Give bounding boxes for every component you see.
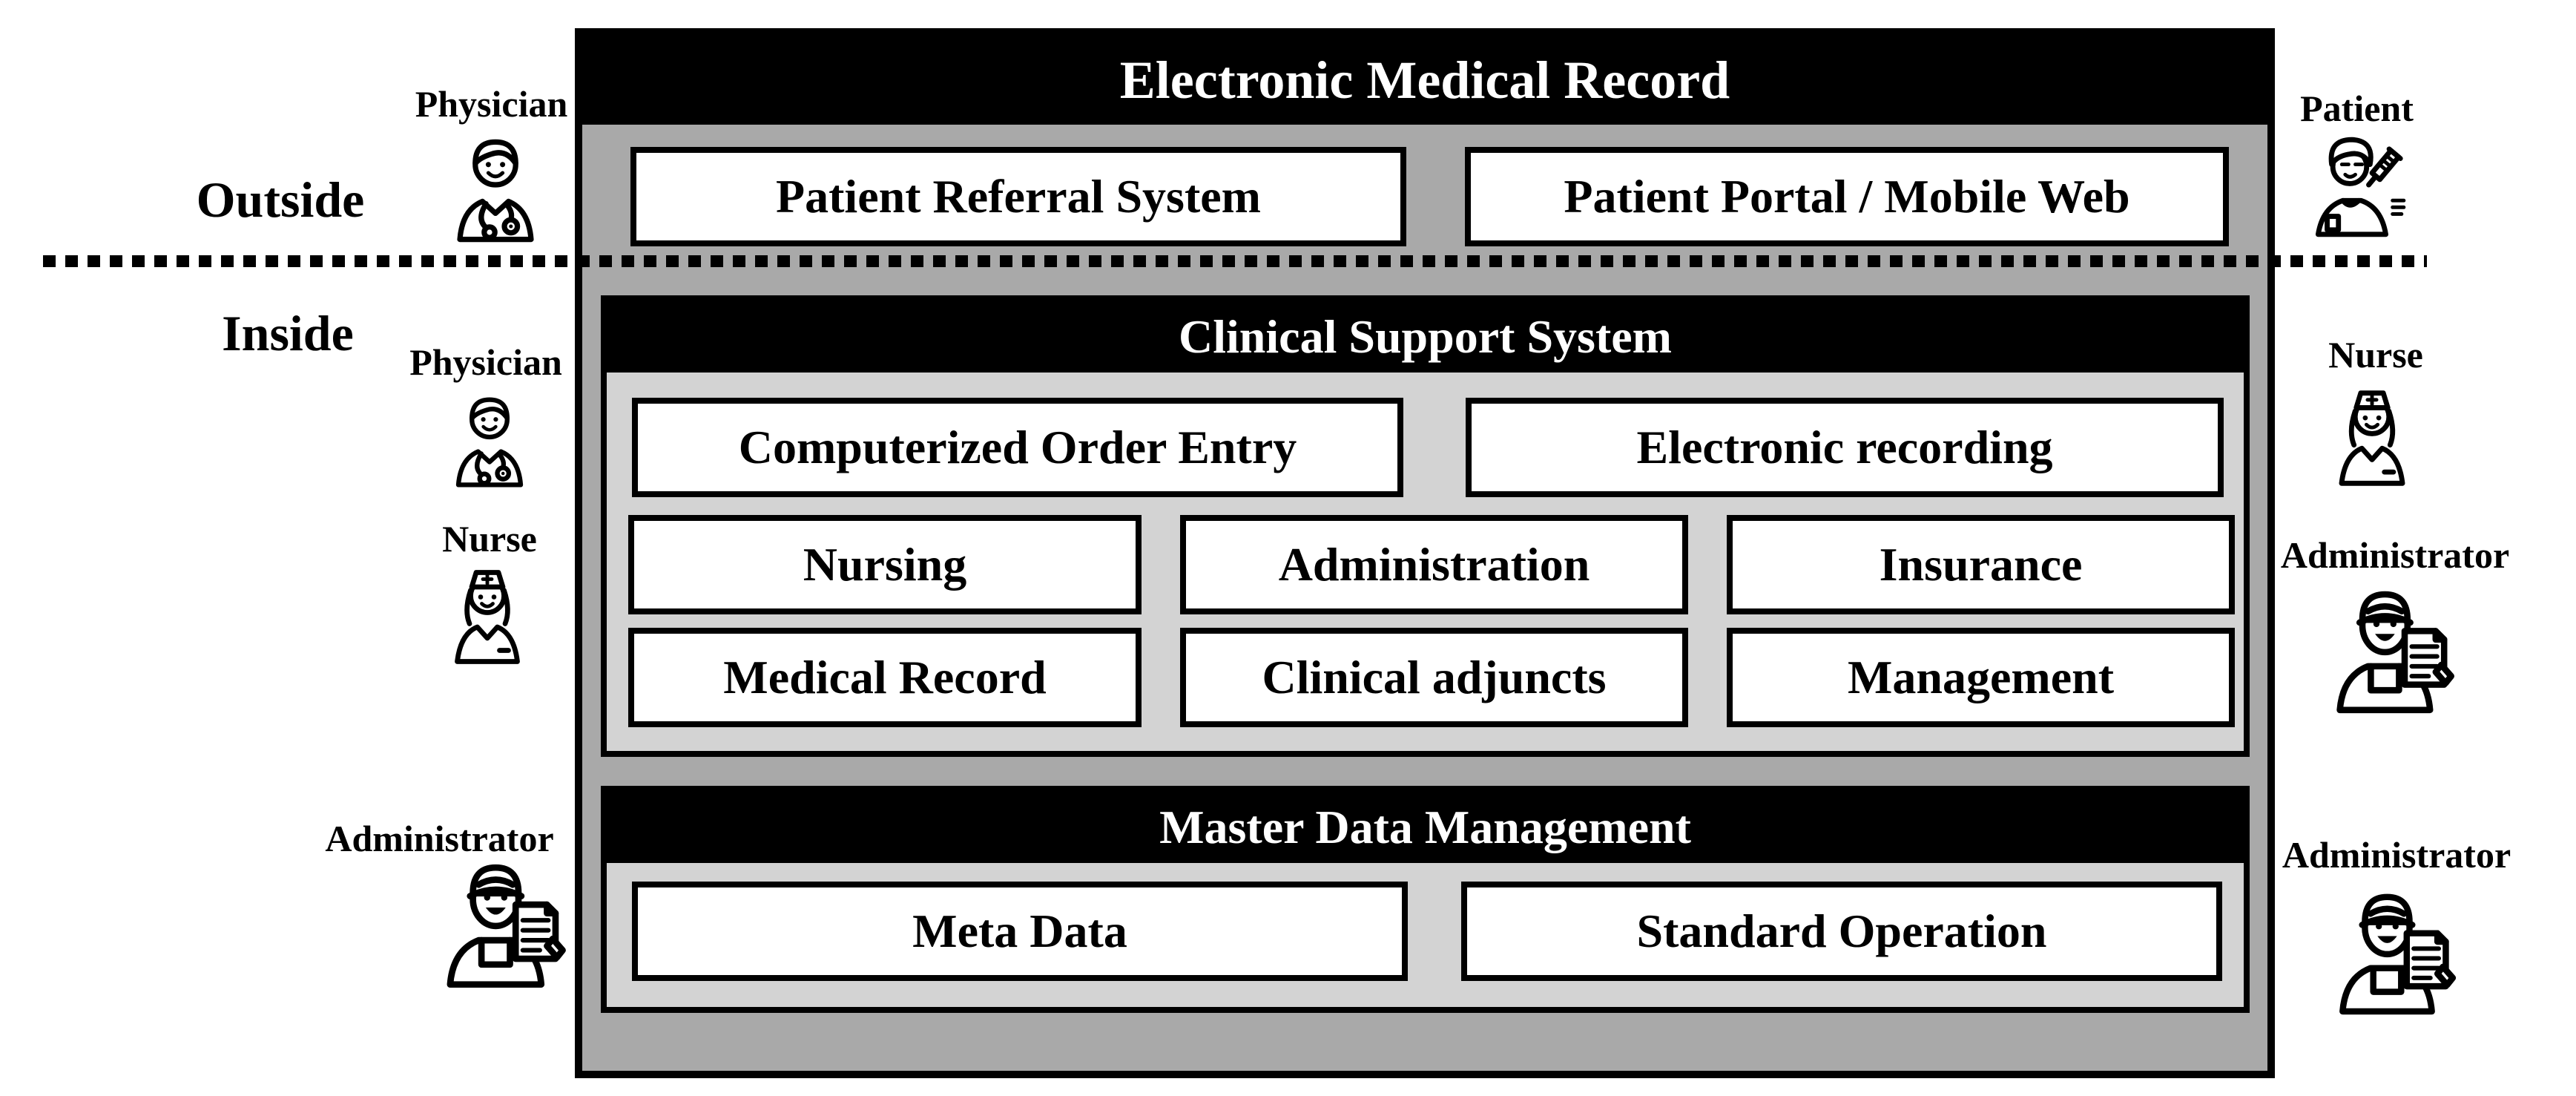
emr-title-bar: Electronic Medical Record <box>582 36 2267 125</box>
box-electronic-recording: Electronic recording <box>1466 398 2224 497</box>
actor-right-administrator-2-label: Administrator <box>2282 834 2511 876</box>
zone-outside-label: Outside <box>196 171 365 228</box>
actor-right-patient-label: Patient <box>2300 88 2414 129</box>
box-computerized-order-entry: Computerized Order Entry <box>632 398 1403 497</box>
box-management: Management <box>1727 628 2235 727</box>
actor-right-nurse-label: Nurse <box>2328 334 2423 375</box>
administrator-icon <box>2310 883 2475 1023</box>
clinical-support-system-panel: Clinical Support System Computerized Ord… <box>601 295 2250 757</box>
emr-container: Electronic Medical Record Patient Referr… <box>575 28 2275 1078</box>
zone-inside-label: Inside <box>222 305 354 361</box>
box-clinical-adjuncts: Clinical adjuncts <box>1180 628 1688 727</box>
box-standard-operation: Standard Operation <box>1461 882 2222 981</box>
box-patient-portal-mobile-web: Patient Portal / Mobile Web <box>1465 147 2229 246</box>
box-administration: Administration <box>1180 515 1688 614</box>
physician-icon <box>438 378 541 506</box>
actor-left-administrator-label: Administrator <box>325 818 554 859</box>
clinical-support-title: Clinical Support System <box>1179 310 1672 363</box>
box-nursing: Nursing <box>628 515 1142 614</box>
box-patient-referral-system: Patient Referral System <box>630 147 1406 246</box>
administrator-icon <box>2308 580 2473 721</box>
clinical-support-title-bar: Clinical Support System <box>607 301 2244 373</box>
emr-title: Electronic Medical Record <box>1119 50 1730 110</box>
master-data-title: Master Data Management <box>1159 801 1691 853</box>
box-meta-data: Meta Data <box>632 882 1408 981</box>
master-data-management-panel: Master Data Management Meta Data Standar… <box>601 786 2250 1013</box>
physician-icon <box>436 125 555 257</box>
master-data-title-bar: Master Data Management <box>607 792 2244 863</box>
nurse-icon <box>432 557 543 675</box>
box-medical-record: Medical Record <box>628 628 1142 727</box>
actor-left-nurse-label: Nurse <box>442 518 537 560</box>
box-insurance: Insurance <box>1727 515 2235 614</box>
outside-inside-divider <box>43 255 2427 267</box>
nurse-icon <box>2316 373 2428 502</box>
patient-icon <box>2290 131 2418 243</box>
actor-right-administrator-1-label: Administrator <box>2280 534 2510 576</box>
actor-left-physician-inside-label: Physician <box>409 341 562 383</box>
actor-left-physician-outside-label: Physician <box>415 83 568 125</box>
administrator-icon <box>419 853 584 996</box>
